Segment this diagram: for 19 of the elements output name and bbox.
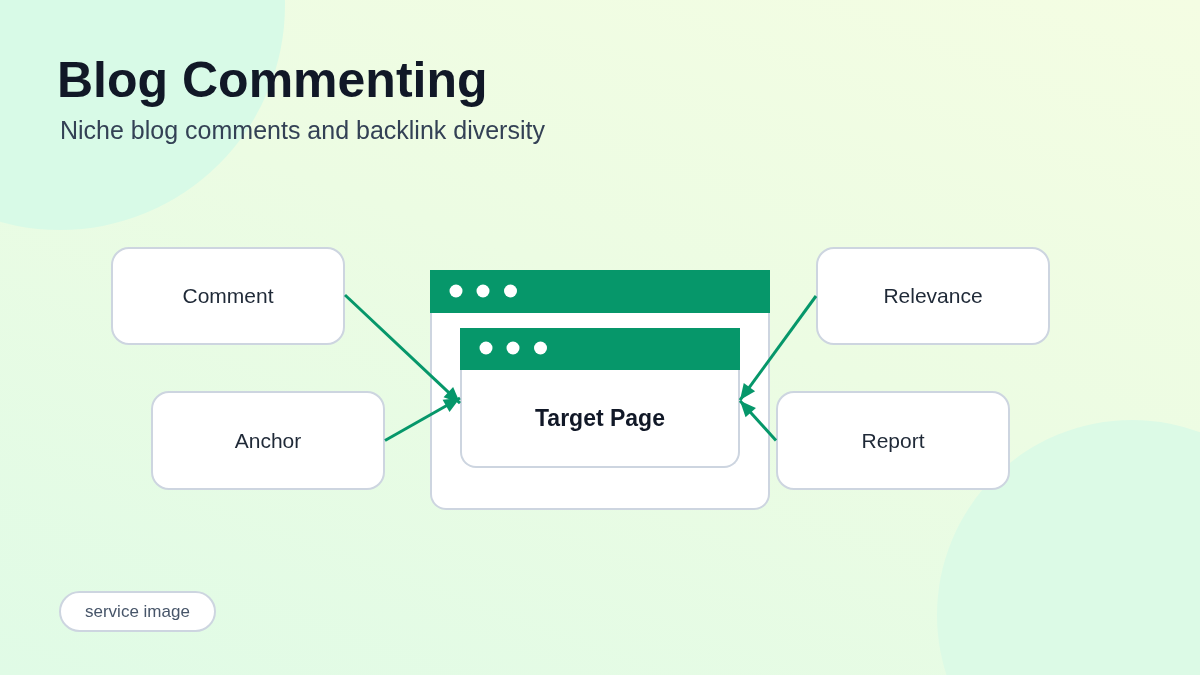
box-label: Anchor: [234, 428, 302, 453]
box-label: Report: [861, 428, 925, 453]
arrow: [384, 396, 461, 442]
rounded-box: [111, 247, 345, 345]
title: Blog Commenting: [57, 55, 488, 105]
arrow: [343, 293, 462, 405]
browser-window: [460, 328, 740, 468]
box-label: Comment: [182, 284, 274, 308]
caption-pill: [59, 591, 216, 632]
arrow: [738, 399, 778, 442]
arrow: [738, 295, 818, 401]
box-label: Relevance: [883, 284, 983, 308]
rounded-box: [776, 391, 1010, 490]
page-title: Target Page: [535, 404, 665, 432]
rounded-box: [816, 247, 1050, 345]
caption-text: service image: [85, 601, 190, 622]
browser-window: [430, 270, 770, 510]
subtitle: Niche blog comments and backlink diversity: [60, 118, 545, 143]
rounded-box: [151, 391, 385, 490]
